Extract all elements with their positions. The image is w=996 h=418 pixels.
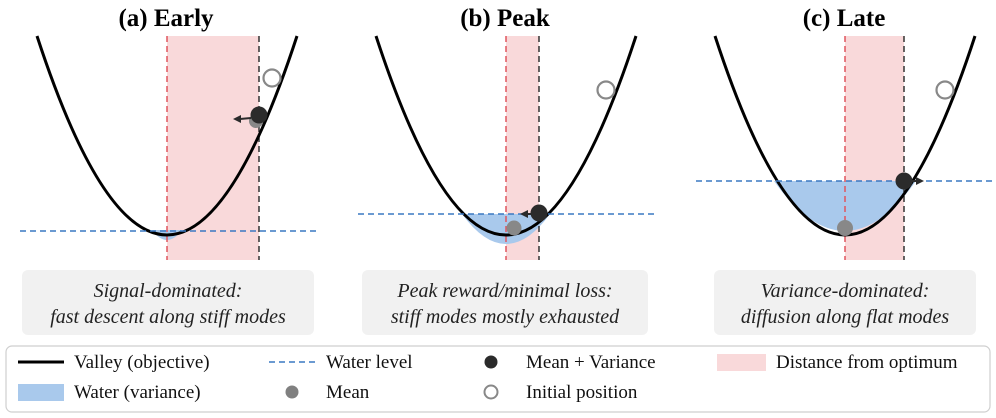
legend-distance: Distance from optimum bbox=[776, 352, 958, 373]
legend-initial: Initial position bbox=[526, 382, 638, 403]
legend-mean: Mean bbox=[326, 382, 370, 403]
legend: Valley (objective) Water level Mean + Va… bbox=[5, 345, 991, 413]
caption-line-1: Signal-dominated: bbox=[94, 280, 243, 302]
legend-mean-variance: Mean + Variance bbox=[526, 352, 656, 373]
initial-position-marker bbox=[262, 68, 282, 88]
mean-variance-marker bbox=[530, 204, 548, 222]
panel-title-early: (a) Early bbox=[118, 5, 214, 32]
caption-line-2: stiff modes mostly exhausted bbox=[391, 306, 620, 328]
legend-water-level: Water level bbox=[326, 352, 413, 373]
mean-variance-marker bbox=[250, 106, 268, 124]
panel-early: (a) Early Signal-dominated: fast descent… bbox=[20, 5, 316, 335]
mean-marker bbox=[837, 220, 853, 236]
caption-box-late bbox=[714, 270, 976, 335]
arrow-head-icon bbox=[520, 210, 528, 218]
valley-curve bbox=[35, 35, 299, 237]
caption-box-peak bbox=[362, 270, 648, 335]
caption-box-early bbox=[22, 270, 314, 335]
valley-curve bbox=[374, 35, 638, 237]
mean-icon bbox=[285, 385, 299, 399]
arrow-head-icon bbox=[233, 115, 241, 123]
caption-line-2: diffusion along flat modes bbox=[741, 306, 950, 328]
initial-position-marker bbox=[935, 80, 955, 100]
initial-position-marker bbox=[596, 80, 616, 100]
arrow-head-icon bbox=[916, 177, 924, 185]
mean-variance-icon bbox=[484, 355, 498, 369]
panel-peak: (b) Peak Peak reward/minimal loss: stiff… bbox=[358, 5, 654, 335]
panel-title-peak: (b) Peak bbox=[460, 5, 550, 32]
direction-arrow bbox=[239, 117, 252, 120]
legend-valley: Valley (objective) bbox=[74, 352, 210, 373]
distance-from-optimum-region bbox=[167, 36, 259, 260]
panel-title-late: (c) Late bbox=[803, 5, 886, 32]
water-swatch bbox=[18, 384, 64, 401]
initial-position-icon bbox=[483, 384, 499, 400]
mean-marker bbox=[506, 220, 522, 236]
caption-line-1: Peak reward/minimal loss: bbox=[396, 280, 612, 302]
caption-line-1: Variance-dominated: bbox=[761, 280, 930, 302]
distance-swatch bbox=[717, 354, 766, 371]
caption-line-2: fast descent along stiff modes bbox=[50, 306, 286, 328]
legend-water: Water (variance) bbox=[74, 382, 201, 403]
panel-late: (c) Late Variance-dominated: diffusion a… bbox=[696, 5, 992, 335]
mean-variance-marker bbox=[895, 172, 913, 190]
